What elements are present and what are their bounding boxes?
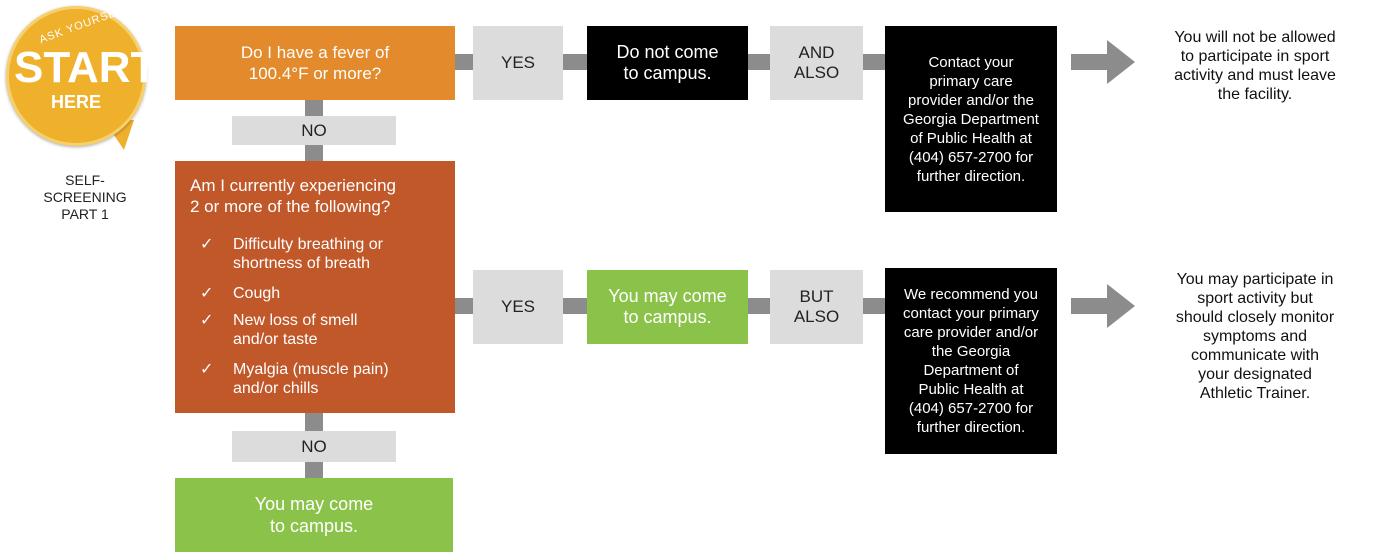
arrow-shaft-2 — [1071, 298, 1107, 314]
connector-q2-no — [305, 413, 323, 431]
badge-start-text: START — [14, 43, 158, 92]
check-icon: ✓ — [200, 361, 214, 378]
self-screening-label: SELF- SCREENING PART 1 — [43, 172, 127, 222]
connector-yes-result1 — [563, 54, 587, 70]
connector-result1-and — [748, 54, 770, 70]
connector-q1-no — [305, 100, 323, 116]
symptom-item: Cough — [233, 285, 281, 302]
but-also-label: BUT ALSO — [770, 270, 863, 344]
check-icon: ✓ — [200, 312, 214, 329]
connector-q1-yes — [455, 54, 473, 70]
no-label-1: NO — [232, 116, 396, 145]
yes-label-2: YES — [473, 270, 563, 344]
question-symptoms — [175, 161, 455, 413]
connector-yes-result2 — [563, 298, 587, 314]
advice-box-1: Contact your primary care provider and/o… — [885, 26, 1057, 212]
yes-label-1: YES — [473, 26, 563, 100]
connector-q2-yes — [455, 298, 473, 314]
result-do-not-come: Do not come to campus. — [587, 26, 748, 100]
connector-no-q2 — [305, 145, 323, 161]
badge-here-text: HERE — [50, 92, 101, 112]
start-badge — [6, 6, 146, 146]
connector-and-advice1 — [863, 54, 885, 70]
symptom-item: Difficulty breathing or shortness of bre… — [233, 236, 383, 272]
no-label-2: NO — [232, 431, 396, 462]
final-may-come: You may come to campus. — [175, 478, 453, 552]
arrow-head-2 — [1107, 284, 1135, 328]
arrow-shaft-1 — [1071, 54, 1107, 70]
question-symptoms-title: Am I currently experiencing 2 or more of… — [190, 176, 396, 216]
and-also-label: AND ALSO — [770, 26, 863, 100]
result-may-come: You may come to campus. — [587, 270, 748, 344]
check-icon: ✓ — [200, 285, 214, 302]
symptom-item: New loss of smell and/or taste — [233, 312, 358, 348]
advice-box-2: We recommend you contact your primary ca… — [885, 268, 1057, 454]
arrow-head-1 — [1107, 40, 1135, 84]
outcome-not-allowed: You will not be allowed to participate i… — [1174, 29, 1336, 103]
connector-result2-but — [748, 298, 770, 314]
check-icon: ✓ — [200, 236, 214, 253]
symptom-item: Myalgia (muscle pain) and/or chills — [233, 361, 389, 397]
question-fever: Do I have a fever of 100.4°F or more? — [175, 26, 455, 100]
connector-no-final — [305, 462, 323, 478]
outcome-may-participate: You may participate in sport activity bu… — [1175, 271, 1335, 402]
connector-but-advice2 — [863, 298, 885, 314]
